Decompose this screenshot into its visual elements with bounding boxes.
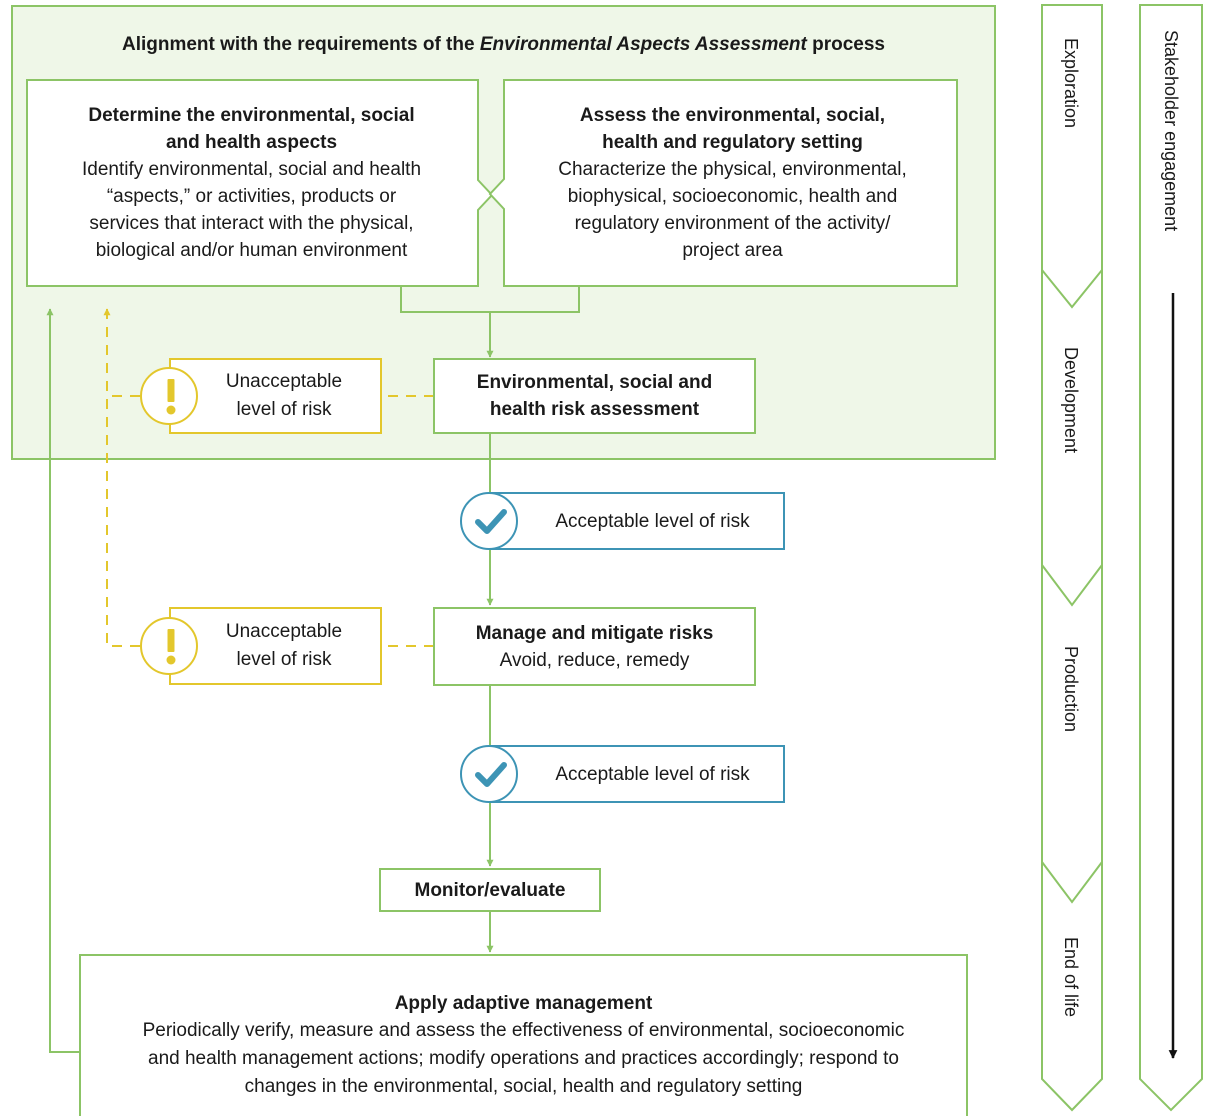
acceptable-risk-box-1: Acceptable level of risk [490, 492, 785, 550]
determine-box: Determine the environmental, social and … [29, 90, 474, 276]
panel-title: Alignment with the requirements of the E… [11, 34, 996, 56]
determine-box-outline [26, 79, 494, 287]
checkmark-icon [460, 745, 518, 803]
top-boxes-joiner [400, 287, 580, 313]
unacceptable-risk-box-2: Unacceptable level of risk [169, 607, 382, 685]
manage-title: Manage and mitigate risks [475, 622, 714, 644]
phase-divider-1 [1041, 269, 1103, 309]
risk-assessment-box: Environmental, social and health risk as… [433, 358, 756, 434]
monitor-title: Monitor/evaluate [414, 879, 566, 901]
acceptable-risk-label-2: Acceptable level of risk [555, 764, 750, 785]
manage-text: Avoid, reduce, remedy [499, 649, 690, 671]
adaptive-management-box: Apply adaptive management Periodically v… [79, 954, 968, 1116]
panel-title-suffix: process [806, 34, 885, 55]
determine-title: Determine the environmental, social and … [88, 105, 415, 153]
panel-title-prefix: Alignment with the requirements of the [121, 34, 480, 55]
assess-text: Characterize the physical, environmental… [558, 159, 907, 261]
phase-divider-3 [1041, 861, 1103, 904]
unacceptable-risk-label-2: Unacceptable level of risk [225, 621, 343, 670]
phase-label-development: Development [1061, 347, 1081, 454]
assess-title: Assess the environmental, social, health… [579, 105, 886, 153]
acceptable-risk-label-1: Acceptable level of risk [555, 511, 750, 532]
determine-text: Identify environmental, social and healt… [81, 159, 422, 261]
adaptive-title: Apply adaptive management [394, 992, 653, 1014]
manage-risks-box: Manage and mitigate risks Avoid, reduce,… [433, 607, 756, 686]
exclamation-icon [140, 367, 198, 425]
panel-title-italic: Environmental Aspects Assessment [479, 34, 807, 55]
risk-assessment-title: Environmental, social and health risk as… [476, 372, 713, 420]
stakeholder-engagement-label: Stakeholder engagement [1161, 30, 1181, 232]
phase-label-exploration: Exploration [1061, 38, 1081, 129]
unacceptable-risk-label-1: Unacceptable level of risk [225, 371, 343, 420]
phase-divider-2 [1041, 564, 1103, 607]
feedback-loop-arrow [46, 308, 80, 1053]
acceptable-risk-box-2: Acceptable level of risk [490, 745, 785, 803]
phase-label-end-of-life: End of life [1061, 937, 1081, 1018]
monitor-evaluate-box: Monitor/evaluate [379, 868, 601, 912]
assess-box-outline [488, 79, 958, 287]
dash-unacceptable-2-return-arrow [103, 308, 140, 647]
adaptive-text: Periodically verify, measure and assess … [142, 1019, 905, 1097]
stakeholder-arrow-outline [1139, 4, 1203, 1112]
checkmark-icon [460, 492, 518, 550]
phase-label-production: Production [1061, 646, 1081, 733]
unacceptable-risk-box-1: Unacceptable level of risk [169, 358, 382, 434]
phase-arrow-outline [1041, 4, 1103, 1112]
exclamation-icon [140, 617, 198, 675]
assess-box: Assess the environmental, social, health… [510, 90, 955, 276]
